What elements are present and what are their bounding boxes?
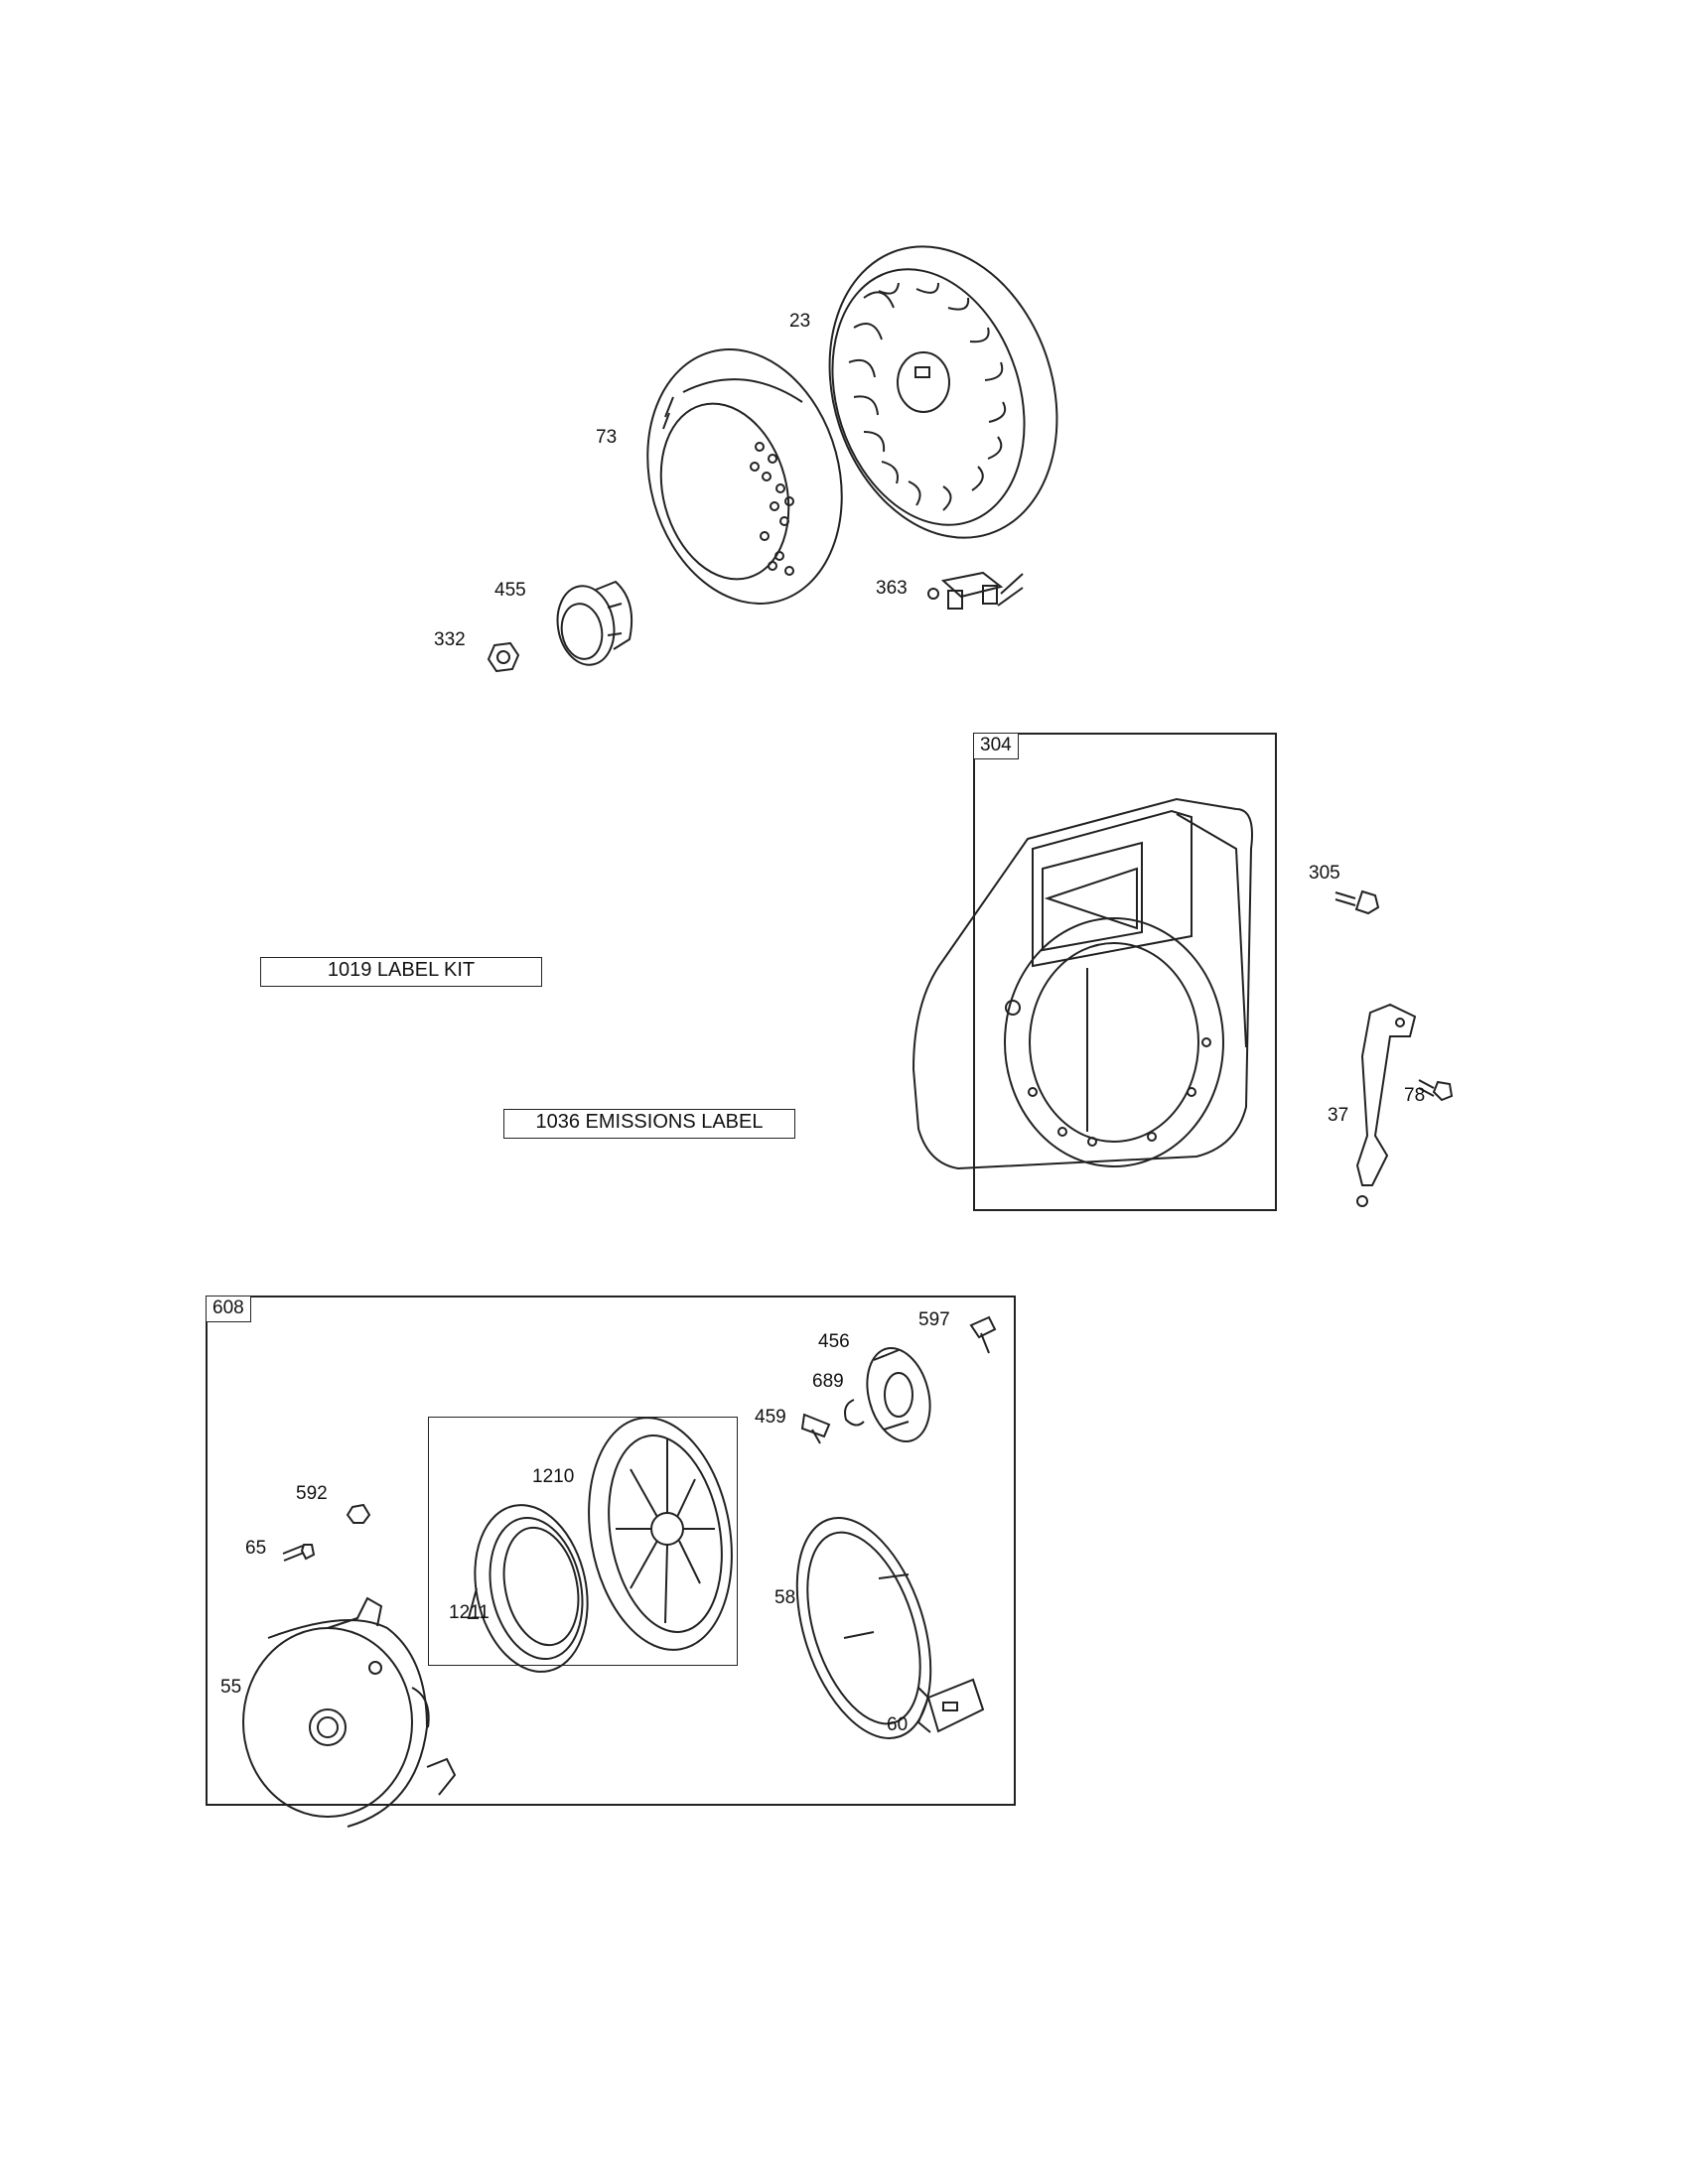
callout-37: 37 — [1328, 1105, 1349, 1126]
callout-55: 55 — [220, 1677, 242, 1698]
callout-305: 305 — [1309, 863, 1340, 884]
callout-73: 73 — [596, 427, 618, 448]
starter-pulley-drawing — [572, 1407, 750, 1662]
flywheel-drawing — [793, 216, 1093, 567]
callout-1211: 1211 — [449, 1602, 490, 1623]
baffle-drawing — [1357, 1005, 1415, 1206]
blower-housing-drawing — [913, 799, 1252, 1168]
dog-459-drawing — [802, 1415, 829, 1443]
callout-456: 456 — [818, 1331, 850, 1352]
starter-rope-drawing — [772, 1501, 955, 1755]
callout-65: 65 — [245, 1538, 267, 1559]
group-tag-608: 608 — [206, 1296, 251, 1322]
armature-bracket-drawing — [928, 573, 1023, 609]
flywheel-nut-drawing — [489, 643, 518, 671]
screw-65-drawing — [283, 1545, 314, 1561]
callout-459: 459 — [755, 1407, 786, 1428]
callout-597: 597 — [918, 1309, 950, 1330]
spring-pulley-subgroup-box — [428, 1417, 738, 1666]
blower-housing-group-box — [973, 733, 1277, 1211]
callout-363: 363 — [876, 578, 908, 599]
rotating-screen-drawing — [621, 328, 870, 625]
starter-handle-drawing — [918, 1680, 983, 1732]
nut-592-drawing — [348, 1505, 369, 1523]
callout-455: 455 — [494, 580, 526, 601]
callout-332: 332 — [434, 629, 466, 650]
screw-78-drawing — [1419, 1080, 1452, 1100]
screw-305-drawing — [1335, 891, 1378, 913]
retainer-456-drawing — [858, 1341, 940, 1448]
callout-78: 78 — [1404, 1085, 1426, 1106]
label-kit-box: 1019 LABEL KIT — [260, 957, 542, 987]
callout-60: 60 — [887, 1714, 909, 1735]
clip-689-drawing — [845, 1400, 864, 1426]
starter-cup-drawing — [551, 582, 632, 670]
starter-housing-drawing — [243, 1598, 455, 1827]
callout-592: 592 — [296, 1483, 328, 1504]
callout-23: 23 — [789, 311, 811, 332]
rewind-starter-group-box — [206, 1296, 1016, 1806]
callout-689: 689 — [812, 1371, 844, 1392]
callout-58: 58 — [774, 1587, 796, 1608]
emissions-label-box: 1036 EMISSIONS LABEL — [503, 1109, 795, 1139]
group-tag-304: 304 — [973, 733, 1019, 759]
callout-1210: 1210 — [532, 1466, 575, 1487]
screw-597-drawing — [971, 1317, 995, 1353]
rewind-spring-drawing — [461, 1494, 603, 1682]
